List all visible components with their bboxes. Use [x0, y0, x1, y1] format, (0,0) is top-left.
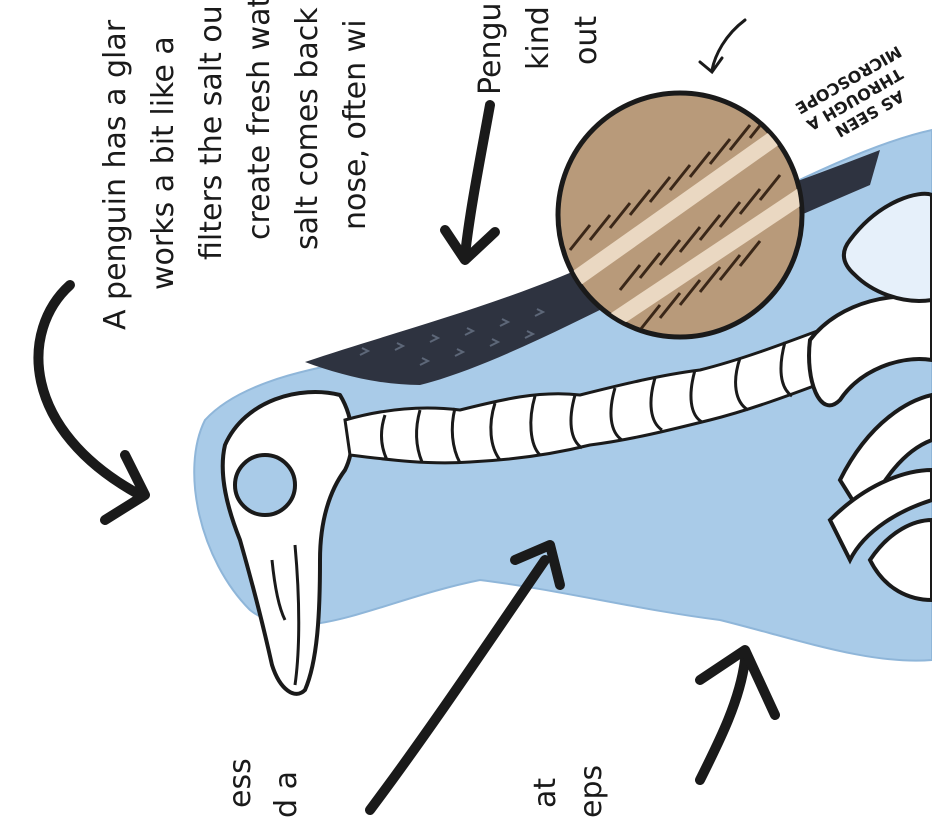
- gland-caption-line-6: nose, often wi: [338, 19, 373, 230]
- gland-caption-line-2: works a bit like a: [146, 36, 181, 290]
- feather-caption-line-1: Pengu: [473, 2, 508, 95]
- bottom-right-caption: at eps: [528, 765, 609, 818]
- feather-caption: Pengu kind out: [473, 2, 604, 95]
- gland-caption-line-3: filters the salt ou: [194, 5, 229, 260]
- gland-caption-line-5: salt comes back: [290, 7, 325, 250]
- feather-caption-line-2: kind: [521, 6, 556, 70]
- bottom-right-caption-line-1: at: [528, 778, 563, 808]
- skull-eye-socket: [235, 455, 295, 515]
- small-curved-arrow: [700, 20, 745, 72]
- gland-caption-line-1: A penguin has a glar: [98, 19, 133, 330]
- arrow-to-feathers: [465, 105, 490, 255]
- bottom-right-caption-line-2: eps: [574, 765, 609, 818]
- bottom-left-caption: ess d a: [223, 758, 304, 818]
- bottom-left-caption-line-1: ess: [223, 758, 258, 808]
- gland-caption: A penguin has a glar works a bit like a …: [98, 0, 373, 330]
- bottom-left-caption-line-2: d a: [269, 771, 304, 818]
- gland-caption-line-4: create fresh water!: [242, 0, 277, 240]
- microscope-caption: AS SEEN THROUGH A MICROSCOPE: [792, 42, 925, 153]
- feather-caption-line-3: out: [569, 16, 604, 65]
